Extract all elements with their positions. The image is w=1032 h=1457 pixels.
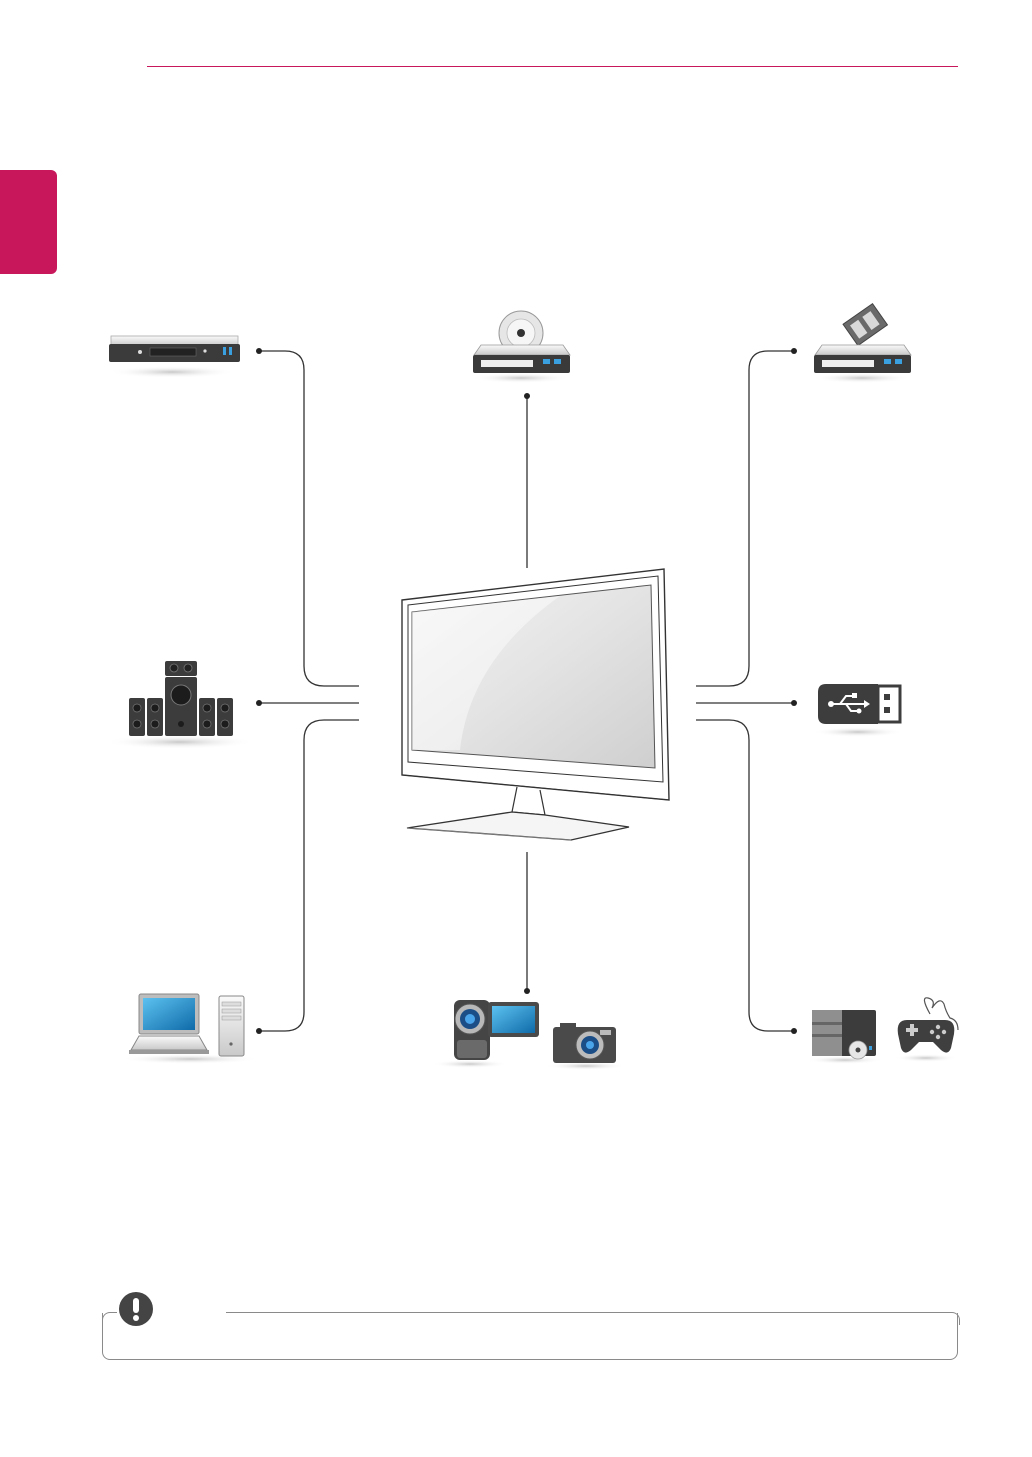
set-top-box-icon xyxy=(812,304,912,383)
line-dvd xyxy=(259,351,359,686)
disc-player-icon xyxy=(471,311,571,383)
laptop-desktop-icon xyxy=(120,994,260,1064)
dvd-player-icon xyxy=(108,336,240,378)
line-pc xyxy=(259,720,359,1031)
exclamation-icon xyxy=(117,1290,155,1328)
line-settop xyxy=(696,351,794,686)
note-box xyxy=(102,1313,958,1360)
speaker-system-icon xyxy=(105,661,255,749)
camcorder-camera-icon xyxy=(432,1000,626,1070)
console-gamepad-icon xyxy=(807,998,958,1064)
usb-drive-icon xyxy=(813,684,903,737)
tv-monitor-icon xyxy=(402,569,669,840)
line-game xyxy=(696,720,794,1031)
